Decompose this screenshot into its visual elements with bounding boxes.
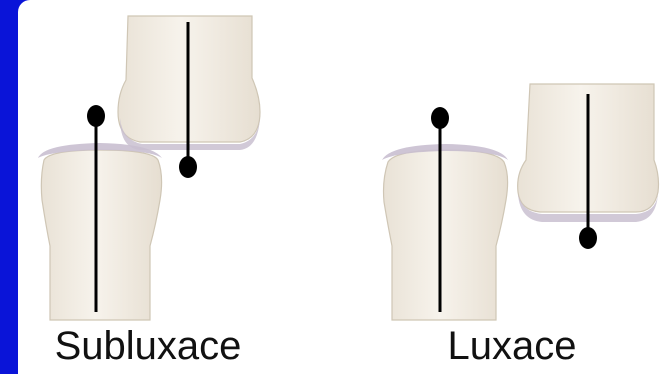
- joint-diagram: [18, 0, 672, 374]
- subluxation-illustration: [38, 16, 260, 320]
- lower-bone-right: [382, 144, 508, 320]
- lower-bone-left: [38, 143, 162, 320]
- luxation-illustration: [382, 84, 659, 320]
- diagram-panel: [18, 0, 672, 374]
- caption-luxation: Luxace: [392, 322, 632, 370]
- caption-subluxation: Subluxace: [28, 322, 268, 370]
